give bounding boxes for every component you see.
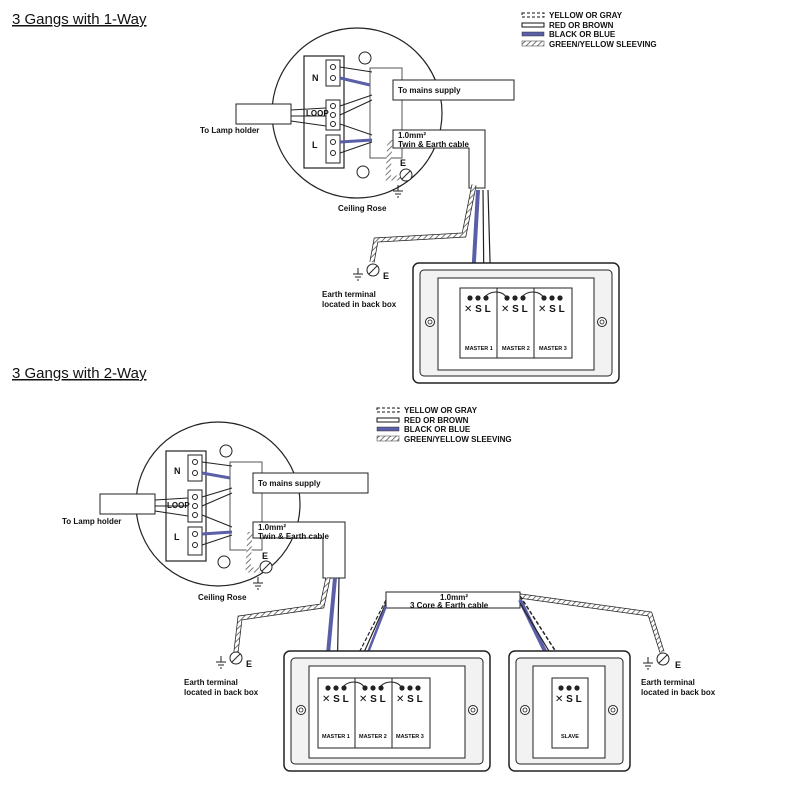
ceiling-rose-label: Ceiling Rose xyxy=(338,204,387,213)
switch-terms-2: ✕ S L xyxy=(501,304,528,315)
ceiling-rose-1: N LOOP L E To Lamp holder Ceil xyxy=(200,27,443,213)
legend-swatch-yellow xyxy=(521,12,545,18)
switch-terms-2: ✕ S L xyxy=(359,694,386,705)
ceiling-rose-2: N LOOP L E To Lamp holder Ceiling Rose xyxy=(62,421,301,602)
cable-size-label: 1.0mm² xyxy=(398,131,426,140)
earth-e-label: E xyxy=(262,551,268,561)
terminal-n-label: N xyxy=(312,73,319,83)
switch-label-master3: MASTER 3 xyxy=(396,734,424,740)
earth-terminal-label-right: Earth terminal xyxy=(641,678,695,687)
legend-label: YELLOW OR GRAY xyxy=(404,406,478,415)
legend-swatch-hatched xyxy=(521,40,545,47)
switch-label-slave: SLAVE xyxy=(561,734,579,740)
terminal-l-label: L xyxy=(174,532,180,542)
legend-label: YELLOW OR GRAY xyxy=(549,11,623,20)
earth-e-label-left: E xyxy=(246,659,252,669)
diagram2-title: 3 Gangs with 2-Way xyxy=(12,365,147,382)
ceiling-rose-label: Ceiling Rose xyxy=(198,593,247,602)
switch-label-master2: MASTER 2 xyxy=(502,346,530,352)
switch-plate-1way: ✕ S L ✕ S L ✕ S L MASTER 1 MASTER 2 MAST… xyxy=(412,262,620,384)
terminal-loop-label: LOOP xyxy=(306,109,329,118)
switch-terms-3: ✕ S L xyxy=(538,304,565,315)
switch-terms-slave: ✕ S L xyxy=(555,694,582,705)
switch-label-master1: MASTER 1 xyxy=(465,346,493,352)
legend-label: RED OR BROWN xyxy=(549,21,614,30)
legend-swatch-yellow xyxy=(376,407,400,413)
switch-plate-slave: ✕ S L SLAVE xyxy=(508,650,631,772)
earth-location-label-right: located in back box xyxy=(641,688,716,697)
earth-terminal-label-left: Earth terminal xyxy=(184,678,238,687)
earth-e-label: E xyxy=(400,158,406,168)
core-cable-type-label: 3 Core & Earth cable xyxy=(410,601,489,610)
earth-e-label-right: E xyxy=(675,660,681,670)
legend-label: BLACK OR BLUE xyxy=(549,30,616,39)
lamp-holder-label: To Lamp holder xyxy=(62,517,121,526)
legend-2: YELLOW OR GRAY RED OR BROWN BLACK OR BLU… xyxy=(376,406,512,444)
legend-swatch-red xyxy=(376,417,400,423)
cable-type-label: Twin & Earth cable xyxy=(398,140,470,149)
mains-supply-label: To mains supply xyxy=(258,479,321,488)
earth-e-label-2: E xyxy=(383,271,389,281)
legend-swatch-blue xyxy=(376,426,400,432)
legend-swatch-red xyxy=(521,22,545,28)
switch-label-master1: MASTER 1 xyxy=(322,734,350,740)
earth-terminal-label: Earth terminal xyxy=(322,290,376,299)
earth-location-label: located in back box xyxy=(322,300,397,309)
legend-label: GREEN/YELLOW SLEEVING xyxy=(404,435,512,444)
diagram1-title: 3 Gangs with 1-Way xyxy=(12,11,147,28)
lamp-holder-label: To Lamp holder xyxy=(200,126,259,135)
legend-swatch-blue xyxy=(521,31,545,37)
earth-location-label-left: located in back box xyxy=(184,688,259,697)
terminal-n-label: N xyxy=(174,466,181,476)
mains-supply-label: To mains supply xyxy=(398,86,461,95)
switch-terms-1: ✕ S L xyxy=(464,304,491,315)
diagram-1way: 3 Gangs with 1-Way YELLOW OR GRAY RED OR… xyxy=(12,11,657,384)
legend-label: GREEN/YELLOW SLEEVING xyxy=(549,40,657,49)
switch-terms-1: ✕ S L xyxy=(322,694,349,705)
legend-label: RED OR BROWN xyxy=(404,416,469,425)
switch-plate-master: ✕ S L ✕ S L ✕ S L MASTER 1 MASTER 2 MAST… xyxy=(283,650,491,772)
switch-label-master2: MASTER 2 xyxy=(359,734,387,740)
legend-1: YELLOW OR GRAY RED OR BROWN BLACK OR BLU… xyxy=(521,11,657,49)
cable-size-label: 1.0mm² xyxy=(258,523,286,532)
core-cable-size-label: 1.0mm² xyxy=(440,593,468,602)
legend-label: BLACK OR BLUE xyxy=(404,425,471,434)
diagram-2way: 3 Gangs with 2-Way YELLOW OR GRAY RED OR… xyxy=(12,365,716,772)
switch-label-master3: MASTER 3 xyxy=(539,346,567,352)
switch-terms-3: ✕ S L xyxy=(396,694,423,705)
cable-type-label: Twin & Earth cable xyxy=(258,532,330,541)
legend-swatch-hatched xyxy=(376,435,400,442)
terminal-l-label: L xyxy=(312,140,318,150)
